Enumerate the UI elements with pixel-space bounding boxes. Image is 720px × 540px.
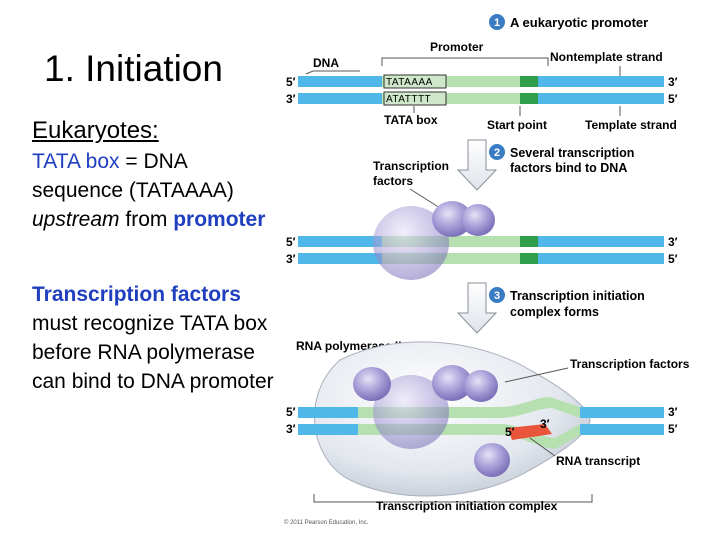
p2-top-3prime: 3′ — [668, 235, 678, 249]
rna-3prime: 3′ — [540, 417, 550, 431]
p3-top-3prime: 3′ — [668, 405, 678, 419]
p1-bottom-3prime: 3′ — [286, 92, 296, 106]
arrow-step3 — [456, 282, 498, 334]
tf-label-line2: factors — [373, 174, 413, 188]
template-label: Template strand — [585, 118, 677, 132]
tf-pointer — [409, 188, 441, 209]
tf-blob-a — [432, 201, 472, 237]
complex-tf-a — [353, 367, 391, 401]
p1-bottom-5prime: 5′ — [668, 92, 678, 106]
p1-top-3prime: 3′ — [668, 75, 678, 89]
rna-5prime: 5′ — [505, 425, 515, 439]
tf-label-line1: Transcription — [373, 159, 449, 173]
p3-bottom-3prime: 3′ — [286, 422, 296, 436]
complex-tf-d — [474, 443, 510, 477]
tata-box-label: TATA box — [384, 113, 438, 127]
p2-bottom-5prime: 5′ — [668, 252, 678, 266]
term-promoter: promoter — [173, 208, 266, 231]
p1-top-5prime: 5′ — [286, 75, 296, 89]
step2-line1: Several transcription — [510, 146, 634, 160]
para1-text1: = DNA sequence (TATAAAA) — [32, 150, 234, 202]
arrow-step2 — [456, 139, 498, 191]
para1-emphasis: upstream — [32, 208, 120, 231]
p2-top-5prime: 5′ — [286, 235, 296, 249]
subtitle: Eukaryotes: — [32, 117, 159, 144]
promoter-label: Promoter — [430, 40, 484, 54]
copyright: © 2011 Pearson Education, Inc. — [284, 519, 369, 526]
p3-bottom-5prime: 5′ — [668, 422, 678, 436]
dna-label: DNA — [313, 56, 339, 70]
nontemplate-label: Nontemplate strand — [550, 50, 663, 64]
complex-tf-c — [464, 370, 498, 402]
tf-blob-b — [461, 204, 495, 236]
rna-transcript-label: RNA transcript — [556, 454, 640, 468]
term-tata-box: TATA box — [32, 150, 120, 173]
tfiid-blob-complex — [373, 375, 449, 449]
step2-badge: 2 — [489, 144, 505, 160]
complex-tf-b — [432, 365, 472, 401]
dna-strands-panel2 — [298, 236, 664, 264]
para1-text2: from — [119, 208, 174, 231]
step1-title: A eukaryotic promoter — [510, 15, 648, 30]
dna-label-line — [305, 70, 360, 75]
slide-title: 1. Initiation — [44, 48, 223, 89]
step1-badge: 1 — [489, 14, 505, 30]
paragraph-transcription-factors: Transcription factors must recognize TAT… — [32, 280, 277, 396]
tf-right-pointer — [504, 367, 569, 383]
p2-bottom-3prime: 3′ — [286, 252, 296, 266]
tata-sequence-top: TATAAAA — [386, 77, 433, 88]
step3-badge: 3 — [489, 287, 505, 303]
svg-text:2: 2 — [494, 147, 500, 159]
complex-label: Transcription initiation complex — [376, 499, 558, 513]
para2-text: must recognize TATA box before RNA polym… — [32, 312, 274, 393]
p3-top-5prime: 5′ — [286, 405, 296, 419]
term-transcription-factors: Transcription factors — [32, 283, 241, 306]
complex-bracket — [313, 494, 593, 503]
svg-text:3: 3 — [494, 290, 500, 302]
rna-transcript-strand — [508, 424, 552, 440]
tf-right-label: Transcription factors — [570, 357, 690, 371]
promoter-bracket — [381, 57, 549, 66]
start-point-label: Start point — [487, 118, 547, 132]
step3-line2: complex forms — [510, 305, 599, 319]
tfiid-blob — [373, 206, 449, 280]
step3-line1: Transcription initiation — [510, 289, 645, 303]
svg-text:1: 1 — [494, 17, 500, 29]
tata-sequence-bottom: ATATTTT — [386, 94, 431, 105]
step2-line2: factors bind to DNA — [510, 161, 627, 175]
dna-strands-panel1 — [298, 74, 664, 106]
paragraph-tata-box: TATA box = DNA sequence (TATAAAA) upstre… — [32, 147, 277, 234]
rna-transcript-pointer — [529, 437, 556, 457]
